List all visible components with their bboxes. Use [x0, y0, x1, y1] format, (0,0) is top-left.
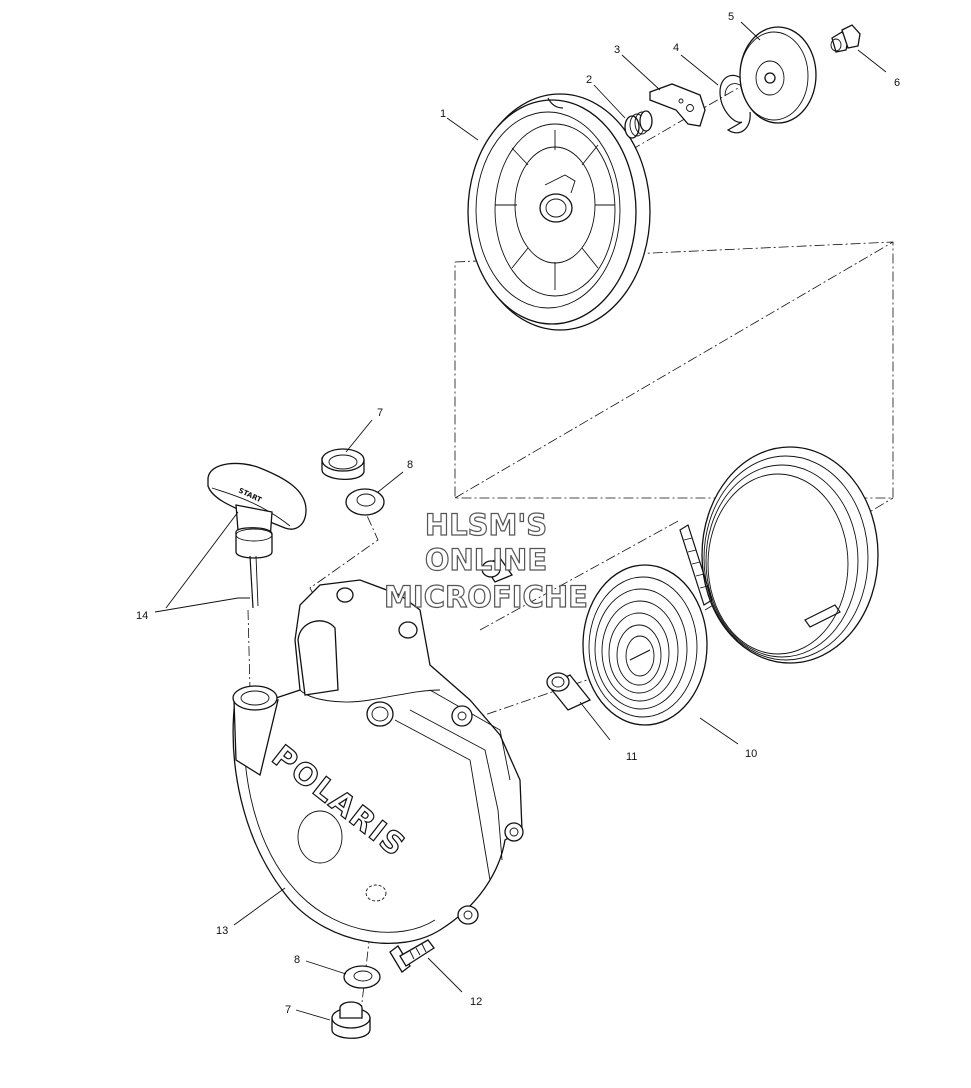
callout-5: 5 — [728, 11, 734, 23]
housing-part-13: POLARIS — [232, 579, 524, 945]
starter-rope — [679, 446, 879, 664]
clip-part-4 — [719, 74, 751, 134]
callout-6: 6 — [894, 77, 900, 89]
watermark: HLSM'S ONLINE MICROFICHE — [383, 507, 588, 614]
callout-7-bottom: 7 — [285, 1004, 291, 1016]
washer-part-8-top — [345, 488, 385, 516]
ratchet-part-3 — [649, 83, 706, 127]
bushing-upper — [481, 557, 514, 583]
callout-10: 10 — [745, 748, 757, 760]
callout-8-top: 8 — [407, 459, 413, 471]
callout-7-top: 7 — [377, 407, 383, 419]
callout-2: 2 — [586, 74, 592, 86]
watermark-line-3: MICROFICHE — [384, 580, 588, 614]
pulley-part-1 — [467, 93, 651, 331]
callout-14: 14 — [136, 610, 148, 622]
callout-12: 12 — [470, 996, 482, 1008]
plug-part-7-bottom — [331, 1001, 371, 1039]
callout-1: 1 — [440, 108, 446, 120]
washer-part-8-bottom — [343, 965, 381, 989]
plate-part-5 — [739, 26, 817, 124]
watermark-line-2: ONLINE — [425, 543, 547, 577]
plug-part-7-top — [321, 448, 365, 480]
recoil-spring-part-10 — [582, 564, 708, 726]
handle-part-14: START — [207, 462, 307, 609]
watermark-line-1: HLSM'S — [425, 508, 547, 542]
callout-13: 13 — [216, 925, 228, 937]
callout-11: 11 — [626, 751, 637, 763]
callout-8-bottom: 8 — [294, 954, 300, 966]
bolt-part-6 — [830, 24, 861, 53]
bushing-part-11 — [546, 672, 592, 711]
callout-numbers: 1 2 3 4 5 6 7 8 14 13 8 7 12 11 10 — [136, 11, 900, 1016]
leader-lines — [154, 21, 887, 1021]
callout-3: 3 — [614, 44, 620, 56]
spring-part-2 — [624, 110, 653, 139]
callout-4: 4 — [673, 42, 679, 54]
bolt-part-12 — [389, 939, 435, 973]
